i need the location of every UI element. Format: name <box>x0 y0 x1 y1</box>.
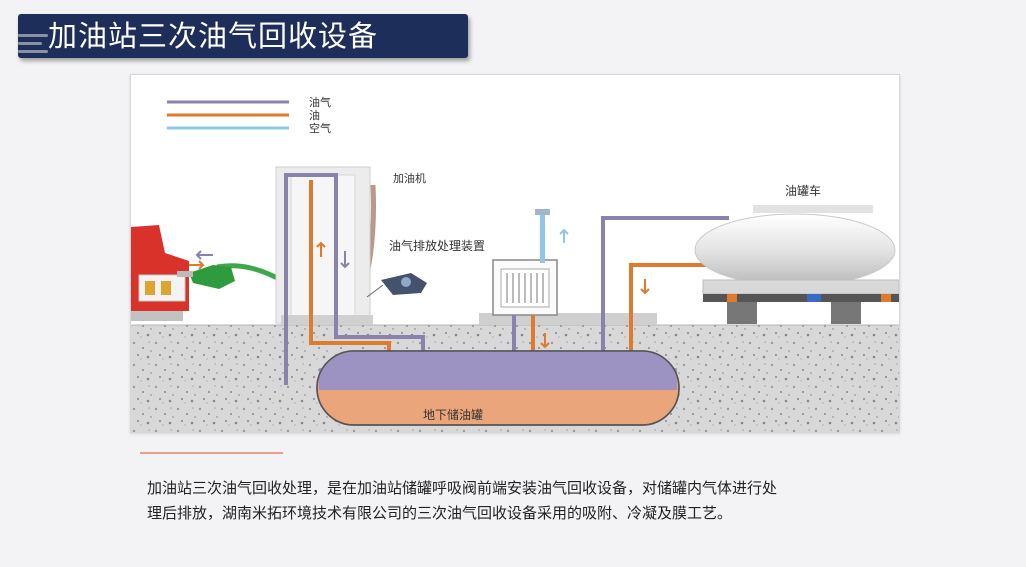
car <box>131 225 189 321</box>
vapor-treatment-device-icon <box>366 273 427 298</box>
diagram-svg: 油气 油 空气 加油机 <box>131 95 899 432</box>
vapor-recovery-diagram: 油气 油 空气 加油机 <box>130 74 900 433</box>
menu-lines-icon <box>18 34 50 64</box>
label-tanker-truck: 油罐车 <box>785 183 821 198</box>
treatment-unit <box>492 259 558 316</box>
legend: 油气 油 空气 <box>167 95 331 135</box>
legend-label-vapor: 油气 <box>309 95 331 109</box>
label-dispenser: 加油机 <box>393 171 426 185</box>
legend-label-oil: 油 <box>309 108 320 122</box>
legend-label-air: 空气 <box>309 121 331 135</box>
caption-line-1: 加油站三次油气回收处理，是在加油站储罐呼吸阀前端安装油气回收设备，对储罐内气体进… <box>147 479 778 497</box>
title-bar: 加油站三次油气回收设备 <box>18 14 468 58</box>
underground-tank <box>316 350 680 426</box>
caption-line-2: 理后排放，湖南米拓环境技术有限公司的三次油气回收设备采用的吸附、冷凝及膜工艺。 <box>147 504 733 522</box>
page-title: 加油站三次油气回收设备 <box>48 19 379 53</box>
tanker-truck <box>694 205 899 324</box>
label-underground-tank: 地下储油罐 <box>423 407 483 422</box>
caption-divider <box>140 452 283 454</box>
caption: 加油站三次油气回收处理，是在加油站储罐呼吸阀前端安装油气回收设备，对储罐内气体进… <box>147 476 887 526</box>
label-treatment-unit: 油气排放处理装置 <box>389 238 485 253</box>
fuel-dispenser <box>275 166 373 325</box>
fuel-nozzle-icon <box>177 265 235 289</box>
vapor-line-dispenser <box>284 173 425 385</box>
